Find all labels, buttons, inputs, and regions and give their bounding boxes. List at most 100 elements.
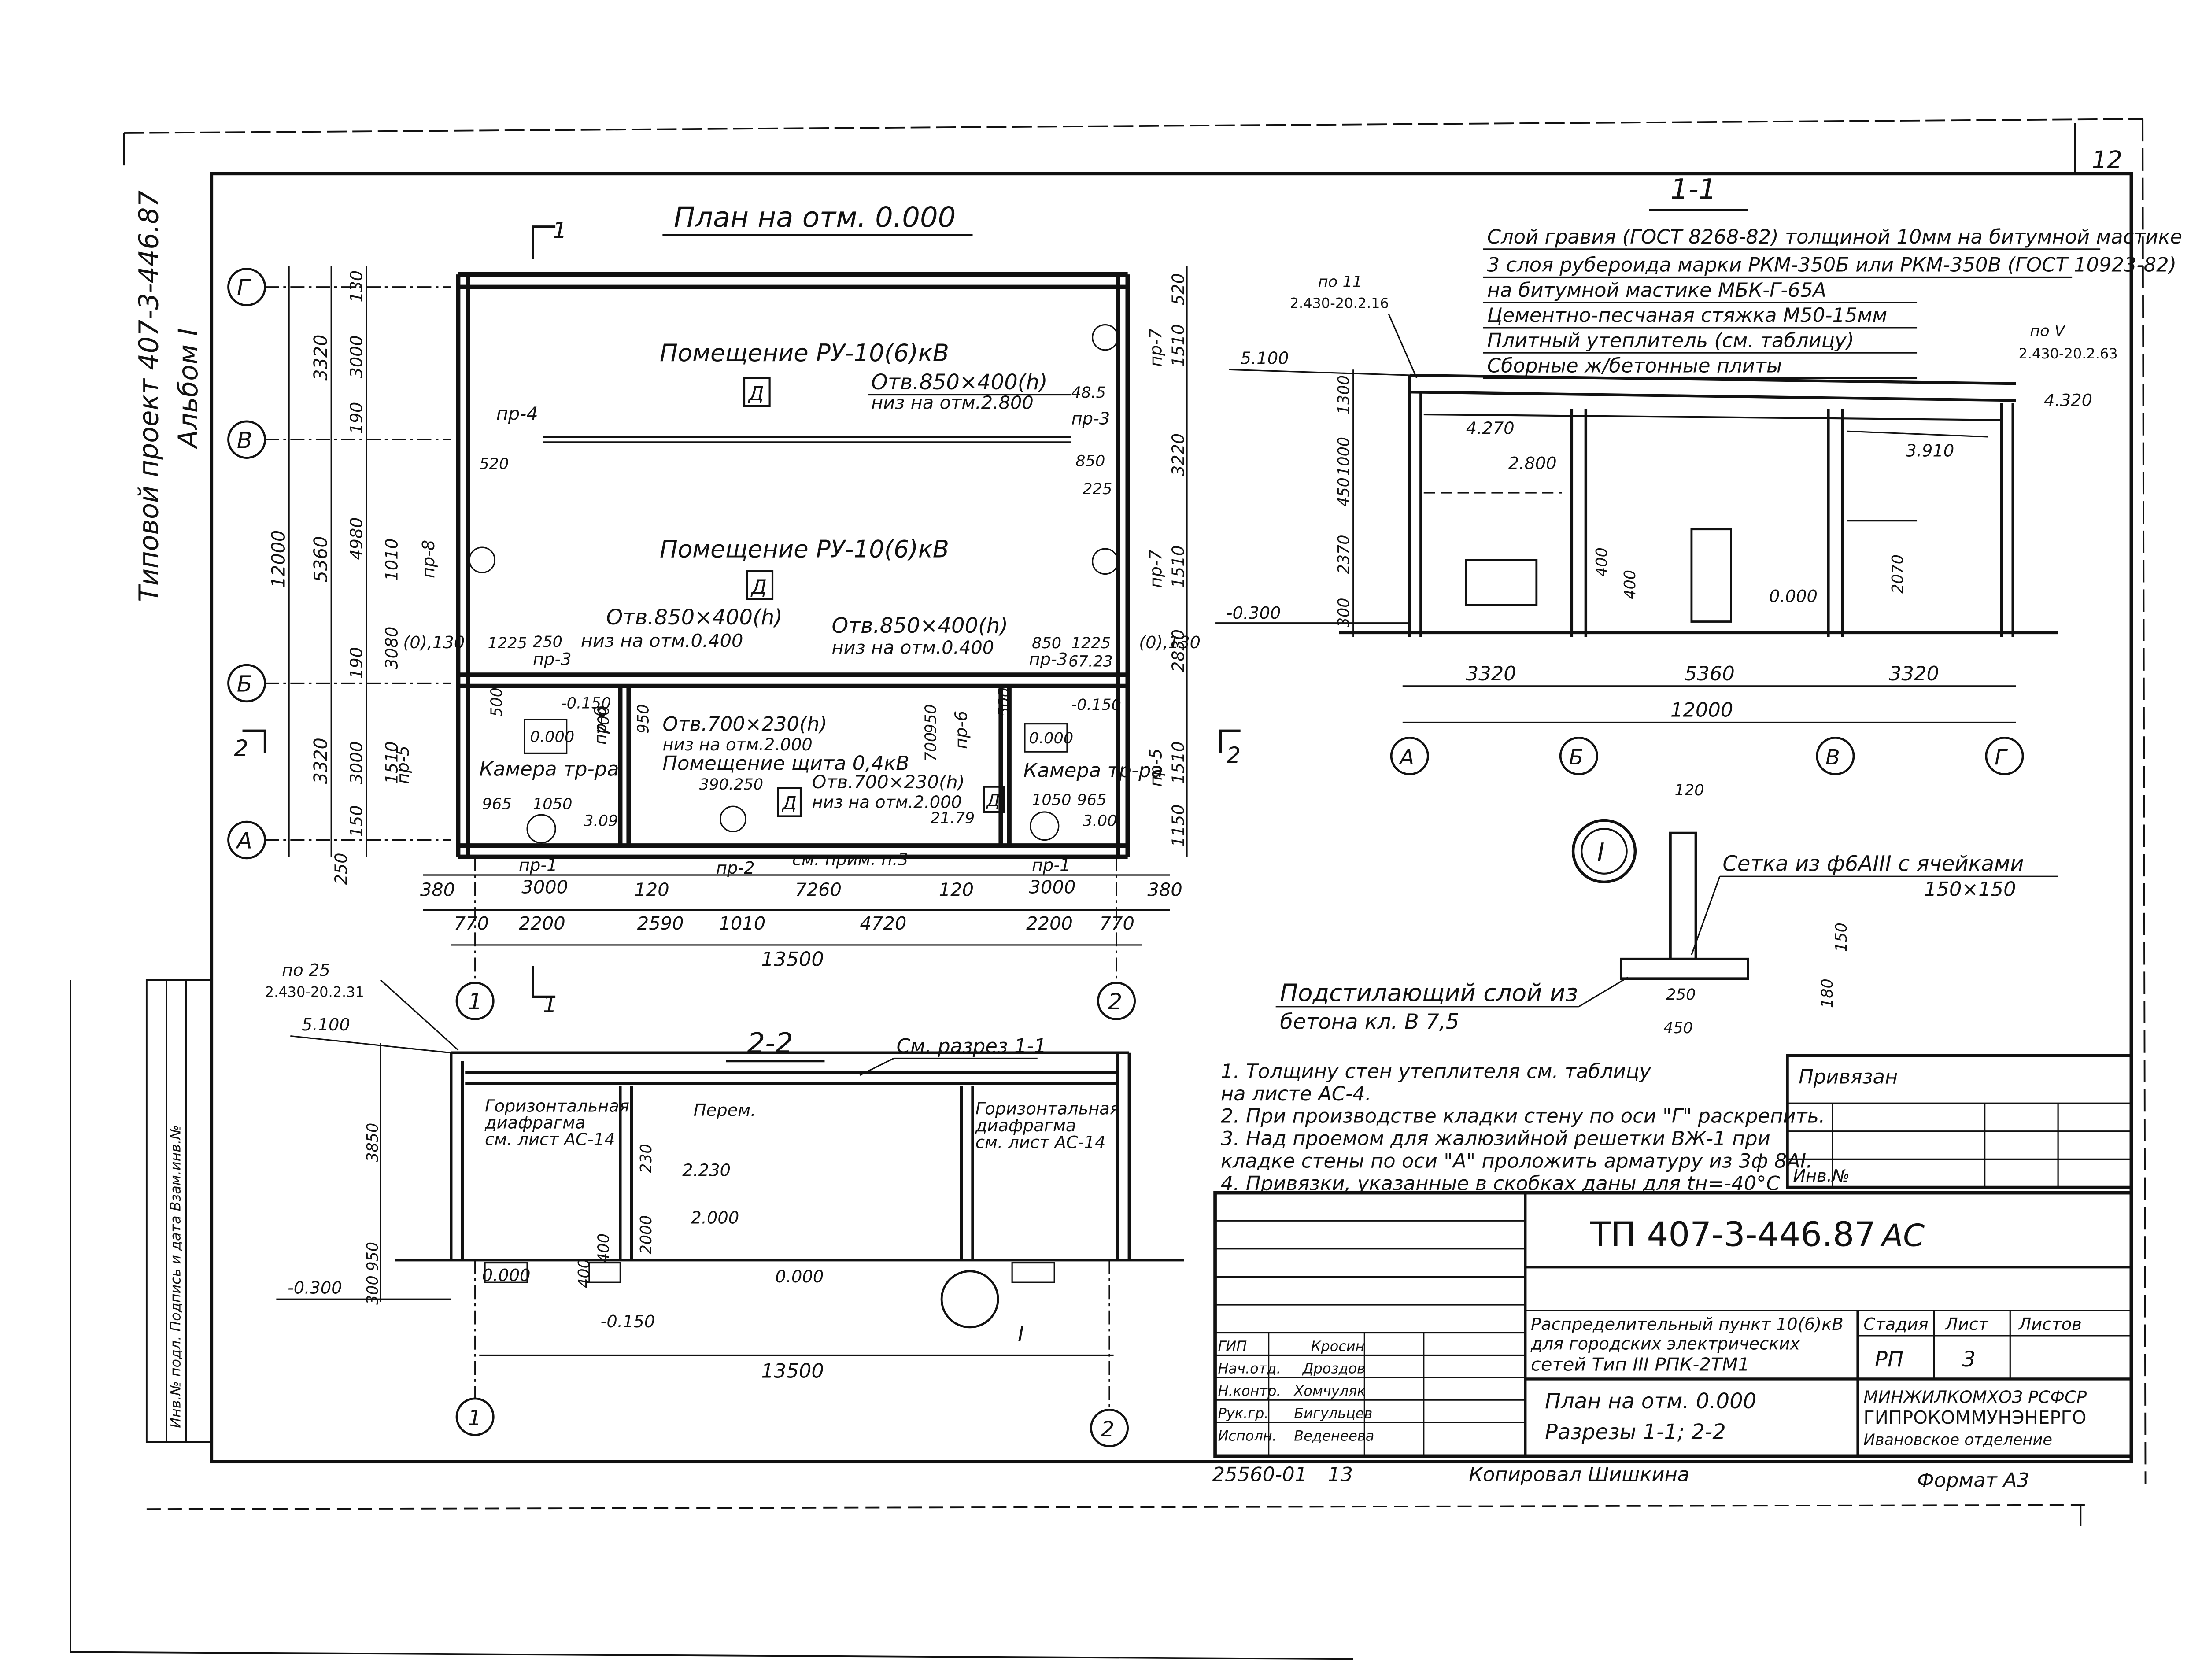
svg-text:Дроздов: Дроздов (1302, 1360, 1365, 1377)
s11-ref-right: по V (2030, 322, 2066, 340)
svg-text:120: 120 (939, 879, 974, 901)
svg-text:ГИПРОКОММУНЭНЕРГО: ГИПРОКОММУНЭНЕРГО (1863, 1407, 2086, 1428)
svg-text:-0.150: -0.150 (1071, 696, 1121, 714)
svg-text:Разрезы 1-1; 2-2: Разрезы 1-1; 2-2 (1545, 1420, 1726, 1444)
plan-note-ref: см. прим. п.3 (792, 850, 909, 870)
svg-text:700: 700 (922, 732, 940, 762)
plan-left-dims: 3320 5360 3320 12000 130 3000 190 4980 1… (268, 266, 465, 885)
s22-ref-code: 2.430-20.2.31 (265, 984, 364, 1001)
axis-row-b: Б (237, 672, 252, 698)
s11-total: 12000 (1670, 699, 1733, 722)
lintel-pr5-left: пр-5 (393, 746, 413, 784)
svg-text:1300: 1300 (1335, 375, 1353, 414)
svg-text:1. Толщину стен утеплителя см.: 1. Толщину стен утеплителя см. таблицу (1221, 1060, 1652, 1083)
svg-text:25560-01: 25560-01 (1212, 1463, 1308, 1486)
svg-text:1050: 1050 (1032, 791, 1071, 809)
svg-text:500: 500 (995, 687, 1013, 717)
svg-text:250: 250 (331, 853, 351, 885)
svg-text:сетей Тип III РПК-2ТМ1: сетей Тип III РПК-2ТМ1 (1531, 1354, 1750, 1375)
lintel-pr4: пр-4 (496, 403, 538, 425)
tb-inv: Инв.№ (1793, 1166, 1850, 1186)
opening-mid-left: Отв.850×400(h) (606, 606, 783, 630)
svg-text:2070: 2070 (1889, 554, 1907, 594)
svg-text:2830: 2830 (1169, 629, 1189, 672)
s22-perem: Перем. (694, 1100, 756, 1120)
svg-text:190: 190 (347, 402, 366, 434)
svg-text:4. Привязки, указанные в скобк: 4. Привязки, указанные в скобках даны дл… (1221, 1172, 1781, 1195)
s22-detail-mark: I (1018, 1322, 1024, 1347)
detail-mesh: Сетка из ф6АIII с ячейками (1722, 852, 2024, 876)
sheet-number: 12 (2092, 146, 2122, 174)
svg-text:850: 850 (1075, 452, 1105, 470)
svg-text:0.000: 0.000 (482, 1266, 531, 1285)
svg-text:5.100: 5.100 (1241, 349, 1289, 369)
plan-inner-dims: 520 850 225 48.5 1225 250 850 1225 67.23… (479, 384, 1121, 830)
detail-mark: I (1597, 838, 1604, 867)
svg-text:2370: 2370 (1335, 535, 1353, 574)
svg-text:520: 520 (479, 455, 509, 473)
svg-text:РП: РП (1875, 1348, 1903, 1372)
plan-section-mark-bottom: 1 (543, 992, 557, 1018)
svg-text:5.100: 5.100 (302, 1015, 350, 1035)
svg-text:3320: 3320 (310, 335, 331, 381)
svg-text:Горизонтальная: Горизонтальная (975, 1099, 1120, 1119)
svg-text:3320: 3320 (310, 738, 331, 784)
svg-text:0.000: 0.000 (1029, 729, 1074, 747)
svg-text:400: 400 (1593, 547, 1611, 577)
drawing-frame (210, 172, 2133, 1464)
opening-mid-right-low: низ на отм.0.400 (831, 637, 994, 658)
lintel-pr3-b: пр-3 (533, 650, 572, 669)
svg-text:см. лист АС-14: см. лист АС-14 (975, 1133, 1105, 1152)
svg-text:1050: 1050 (533, 795, 573, 813)
svg-text:(0),130: (0),130 (403, 633, 465, 653)
svg-text:225: 225 (1083, 480, 1112, 498)
s22-marks: 5.100 2.230 2.000 0.000 0.000 -0.150 -0.… (276, 1015, 824, 1332)
axis-row-g: Г (237, 275, 251, 301)
svg-text:770: 770 (454, 913, 489, 934)
svg-text:Рук.гр.: Рук.гр. (1218, 1405, 1268, 1422)
lintel-pr6-left: пр-6 (591, 706, 610, 745)
svg-text:1510: 1510 (1169, 741, 1189, 784)
detail-mesh-cell: 150×150 (1924, 878, 2016, 901)
plan-title: План на отм. 0.000 (674, 201, 956, 234)
svg-text:2: 2 (1101, 1418, 1115, 1442)
svg-text:Исполн.: Исполн. (1218, 1427, 1277, 1444)
svg-text:4720: 4720 (860, 913, 906, 934)
roof-layers: Слой гравия (ГОСТ 8268-82) толщиной 10мм… (1483, 225, 2182, 379)
room-middle: Помещение РУ-10(6)кВ (660, 535, 949, 563)
section22-title: 2-2 (747, 1027, 793, 1060)
svg-text:1150: 1150 (1169, 804, 1189, 847)
cat-cam: Д (986, 791, 1000, 811)
svg-text:2.230: 2.230 (682, 1161, 731, 1181)
svg-text:1010: 1010 (382, 538, 402, 581)
svg-text:А: А (1398, 746, 1414, 770)
s22-total: 13500 (761, 1359, 824, 1382)
svg-text:150: 150 (1833, 923, 1851, 952)
lintel-pr7-top: пр-7 (1146, 329, 1166, 367)
svg-text:5360: 5360 (1685, 662, 1735, 685)
svg-text:Веденеева: Веденеева (1294, 1427, 1374, 1444)
svg-text:диафрагма: диафрагма (484, 1113, 585, 1133)
svg-text:4.270: 4.270 (1466, 419, 1515, 439)
detail-underlay2: бетона кл. В 7,5 (1280, 1010, 1459, 1034)
svg-text:12000: 12000 (268, 530, 289, 588)
plan-view: План на отм. 0.000 Г В (227, 201, 1241, 1020)
plan-axes: Г В Б А 1 2 (227, 268, 1136, 1020)
svg-text:1225: 1225 (488, 634, 527, 652)
svg-text:390.250: 390.250 (699, 775, 764, 794)
svg-text:950: 950 (634, 704, 652, 734)
lintel-pr6-right: пр-6 (952, 711, 972, 749)
svg-text:1510: 1510 (1169, 324, 1189, 367)
s22-ref: по 25 (282, 960, 330, 980)
title-block: Привязан Инв.№ ТП 407-3-446.87 АС Распре… (1213, 1054, 2133, 1458)
svg-text:Кросин: Кросин (1311, 1338, 1365, 1355)
svg-text:Стадия: Стадия (1863, 1314, 1928, 1334)
svg-text:1225: 1225 (1071, 634, 1111, 652)
axis-col-2: 2 (1108, 989, 1123, 1015)
lintel-pr1-left: пр-1 (519, 856, 558, 875)
section-1-1: 1-1 Слой гравия (ГОСТ 8268-82) толщиной … (1215, 174, 2182, 775)
svg-text:500: 500 (488, 687, 506, 717)
lintel-pr1-right: пр-1 (1032, 856, 1071, 875)
tb-mark: АС (1880, 1218, 1925, 1254)
